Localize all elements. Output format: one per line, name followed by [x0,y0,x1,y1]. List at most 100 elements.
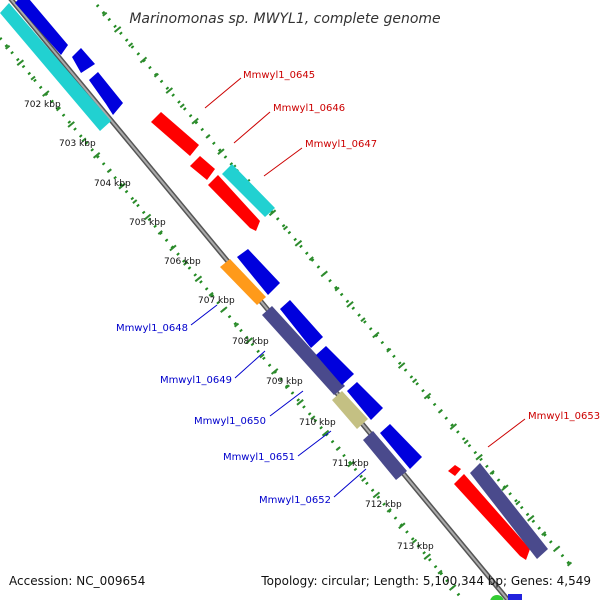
reverse-tick [296,399,304,406]
reverse-tick [194,275,203,283]
gene-arrow-khaki[interactable] [332,391,368,429]
forward-tick [423,392,432,400]
scale-label: 707 kbp [198,296,235,306]
gene-arrow-red-1[interactable] [151,112,199,156]
gene-arrow-blue-4[interactable] [237,249,280,295]
reverse-tick [310,415,316,421]
gene-arrow-blue-1[interactable] [15,0,68,55]
reverse-tick [270,368,279,375]
scale-label: 709 kbp [266,377,303,387]
forward-tick-track [95,4,574,568]
reverse-tick [259,353,265,359]
gene-arrow-red-3[interactable] [208,175,260,231]
reverse-tick [347,460,355,468]
gene-label-reverse[interactable]: Mmwyl1_0650 [194,416,266,427]
reverse-tick [361,477,367,482]
forward-tick [128,42,134,48]
forward-tick [179,103,185,109]
reverse-tick [157,230,163,235]
gene-label-reverse[interactable]: Mmwyl1_0648 [116,323,188,334]
scale-label: 710 kbp [299,418,336,428]
forward-tick [437,408,443,414]
scale-label: 702 kbp [24,100,61,110]
gene-arrow-slate-3[interactable] [470,463,548,559]
gene-feature-blue-edge[interactable] [508,594,522,600]
forward-tick [541,531,547,536]
reverse-tick [169,244,177,252]
gene-arrow-red-2[interactable] [190,156,215,180]
scale-label: 706 kbp [164,257,201,267]
gene-arrow-blue-5[interactable] [280,300,323,348]
reverse-tick [55,106,62,112]
forward-tick [139,56,148,64]
reverse-tick [386,508,392,513]
reverse-tick [132,199,138,204]
reverse-tick [233,322,240,328]
gene-arrow-blue-7[interactable] [347,382,383,420]
reverse-tick [448,584,457,591]
forward-leader-lines [204,77,526,448]
reverse-tick-track [0,37,465,600]
forward-tick [346,301,354,308]
forward-tick [308,256,314,261]
gene-label-reverse[interactable]: Mmwyl1_0649 [160,375,232,386]
forward-tick [191,117,199,125]
reverse-tick [143,213,152,221]
gene-label-reverse[interactable]: Mmwyl1_0651 [223,452,295,463]
reverse-tick [106,168,112,174]
forward-tick [397,362,406,369]
forward-tick [294,239,303,247]
gene-arrow-red-4[interactable] [454,474,530,560]
forward-tick [282,225,289,231]
reverse-tick [245,337,253,344]
gene-arrow-cyan-left[interactable] [0,3,111,131]
gene-label-forward[interactable]: Mmwyl1_0646 [273,103,345,114]
scale-label: 703 kbp [59,139,96,149]
reverse-tick [16,59,25,66]
reverse-tick [335,446,341,451]
gene-arrow-cyan-right[interactable] [222,164,275,217]
forward-tick [475,453,483,461]
reverse-tick [42,90,50,97]
gene-arrow-red-small[interactable] [448,465,461,476]
forward-tick [386,347,392,353]
reverse-tick [398,522,406,530]
forward-tick [566,561,573,567]
gene-arrow-blue-6[interactable] [316,346,354,385]
forward-tick [489,470,495,475]
reverse-leader-lines [190,304,367,498]
accession-text: Accession: NC_009654 [9,574,146,588]
gene-label-forward[interactable]: Mmwyl1_0647 [305,139,377,150]
gene-arrow-slate-2[interactable] [363,431,407,480]
forward-tick [153,72,159,78]
reverse-tick [5,44,11,50]
map-title: Marinomonas sp. MWYL1, complete genome [129,11,440,27]
forward-tick [268,209,277,217]
reverse-tick [321,429,330,437]
forward-tick [372,331,380,339]
reverse-tick [208,291,214,297]
scale-label: 711 kbp [332,459,369,469]
forward-tick [320,270,328,278]
forward-tick [165,87,174,94]
gene-arrow-blue-3[interactable] [89,72,123,115]
forward-tick [360,317,366,323]
gene-label-reverse[interactable]: Mmwyl1_0652 [259,495,331,506]
gene-arrow-blue-8[interactable] [380,424,422,469]
gene-arrow-orange[interactable] [220,259,266,305]
scale-label: 704 kbp [94,179,131,189]
forward-tick [102,11,108,17]
gene-label-forward[interactable]: Mmwyl1_0653 [528,411,600,422]
forward-tick [515,500,521,506]
reverse-tick [118,182,126,190]
reverse-tick [81,137,87,143]
gene-arrow-slate-1[interactable] [262,306,345,395]
reverse-tick [437,569,443,575]
gene-label-forward[interactable]: Mmwyl1_0645 [243,70,315,81]
reverse-tick [92,152,101,159]
gene-arrow-blue-2[interactable] [72,48,95,73]
gene-feature-green[interactable] [490,595,504,600]
forward-tick [449,423,458,430]
reverse-tick [183,261,189,266]
